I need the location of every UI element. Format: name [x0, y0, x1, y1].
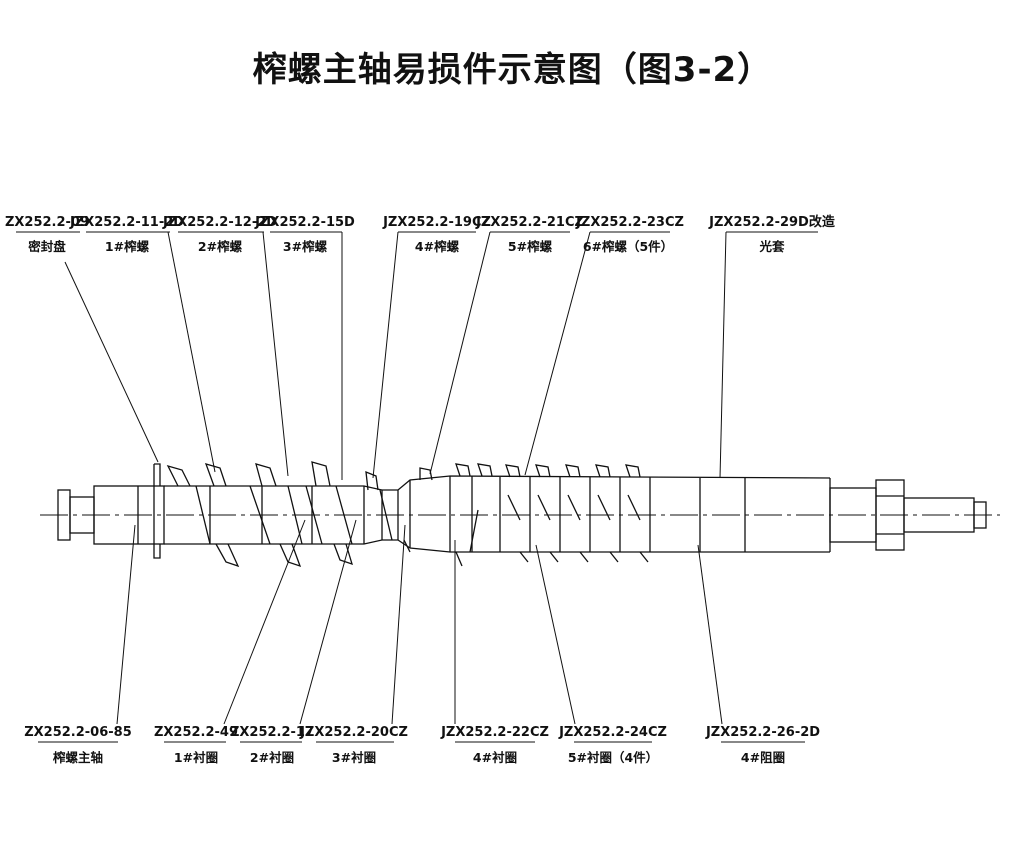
part-name: 3#榨螺	[283, 239, 328, 254]
callout-bottom-5: JZX252.2-24CZ 5#衬圈（4件）	[558, 725, 667, 765]
part-name: 榨螺主轴	[52, 750, 103, 765]
worm-2-flights	[249, 463, 303, 568]
leader-bottom-0	[116, 524, 136, 725]
worm-4-flights	[365, 467, 433, 553]
leader-top-1	[167, 231, 216, 473]
part-code: JZX252.2-21CZ	[475, 215, 584, 230]
leader-bottom-5	[535, 544, 576, 725]
part-code: ZX252.2-49	[154, 725, 238, 740]
worm-6-flights	[505, 464, 649, 563]
leader-top-7	[719, 231, 727, 479]
worm-3-flights	[305, 461, 353, 566]
worm-section-upper	[164, 475, 831, 491]
part-code: ZX252.2-09	[5, 215, 89, 230]
callout-bottom-3: JZX252.2-20CZ 3#衬圈	[299, 725, 408, 765]
part-name: 3#衬圈	[332, 750, 376, 765]
sealing-disc	[153, 463, 161, 559]
part-code: JZX252.2-20CZ	[299, 725, 408, 740]
worm-section-lower	[164, 539, 830, 553]
part-name: 4#榨螺	[415, 239, 460, 254]
worm-5-flights	[455, 463, 493, 567]
part-code: JZX252.2-11-2D	[69, 215, 184, 230]
part-name: 2#衬圈	[250, 750, 294, 765]
part-name: 光套	[758, 239, 785, 254]
callout-bottom-2: ZX252.2-17 2#衬圈	[230, 725, 314, 765]
callout-top-2: JZX252.2-12-2D 2#榨螺	[162, 215, 277, 254]
part-code: JZX252.2-26-2D	[705, 725, 820, 740]
part-name: 1#衬圈	[174, 750, 218, 765]
callout-top-3: JZX252.2-15D 3#榨螺	[254, 215, 355, 254]
part-name: 1#榨螺	[105, 239, 150, 254]
part-code: ZX252.2-17	[230, 725, 314, 740]
leader-top-2	[262, 231, 289, 477]
part-name: 5#榨螺	[508, 239, 553, 254]
part-name: 2#榨螺	[198, 239, 243, 254]
worm-1-flights	[166, 463, 240, 568]
callout-top-6: JZX252.2-23CZ 6#榨螺（5件）	[575, 215, 684, 254]
leader-lines	[64, 231, 727, 725]
shaft-assembly	[57, 461, 987, 568]
part-code: JZX252.2-12-2D	[162, 215, 277, 230]
leader-bottom-3	[391, 524, 406, 725]
part-code: JZX252.2-24CZ	[558, 725, 667, 740]
part-name: 5#衬圈（4件）	[568, 750, 658, 765]
callout-bottom-1: ZX252.2-49 1#衬圈	[154, 725, 238, 765]
part-code: ZX252.2-06-85	[24, 725, 132, 740]
leader-top-0	[64, 261, 159, 463]
leader-bottom-6	[697, 544, 723, 725]
page-title: 榨螺主轴易损件示意图（图3-2）	[252, 50, 773, 90]
callout-top-1: JZX252.2-11-2D 1#榨螺	[69, 215, 184, 254]
part-name: 密封盘	[27, 239, 66, 254]
part-name: 4#衬圈	[473, 750, 517, 765]
part-name: 4#阻圈	[741, 750, 785, 765]
leader-top-4	[372, 231, 399, 479]
callout-bottom-4: JZX252.2-22CZ 4#衬圈	[440, 725, 549, 765]
callout-top-7: JZX252.2-29D改造 光套	[708, 214, 836, 254]
callout-bottom-6: JZX252.2-26-2D 4#阻圈	[705, 725, 820, 765]
callout-top-0: ZX252.2-09 密封盘	[5, 215, 89, 254]
part-code: JZX252.2-15D	[254, 215, 355, 230]
callout-top-5: JZX252.2-21CZ 5#榨螺	[475, 215, 584, 254]
callout-bottom-0: ZX252.2-06-85 榨螺主轴	[24, 725, 132, 765]
leader-bottom-2	[299, 519, 357, 725]
part-code: JZX252.2-22CZ	[440, 725, 549, 740]
leader-top-5	[429, 231, 491, 475]
callout-top-4: JZX252.2-19CZ 4#榨螺	[382, 215, 491, 254]
part-code: JZX252.2-23CZ	[575, 215, 684, 230]
part-code: JZX252.2-19CZ	[382, 215, 491, 230]
leader-bottom-1	[223, 519, 306, 725]
leader-top-6	[524, 231, 591, 476]
part-name: 6#榨螺（5件）	[583, 239, 673, 254]
part-code: JZX252.2-29D改造	[708, 214, 836, 230]
